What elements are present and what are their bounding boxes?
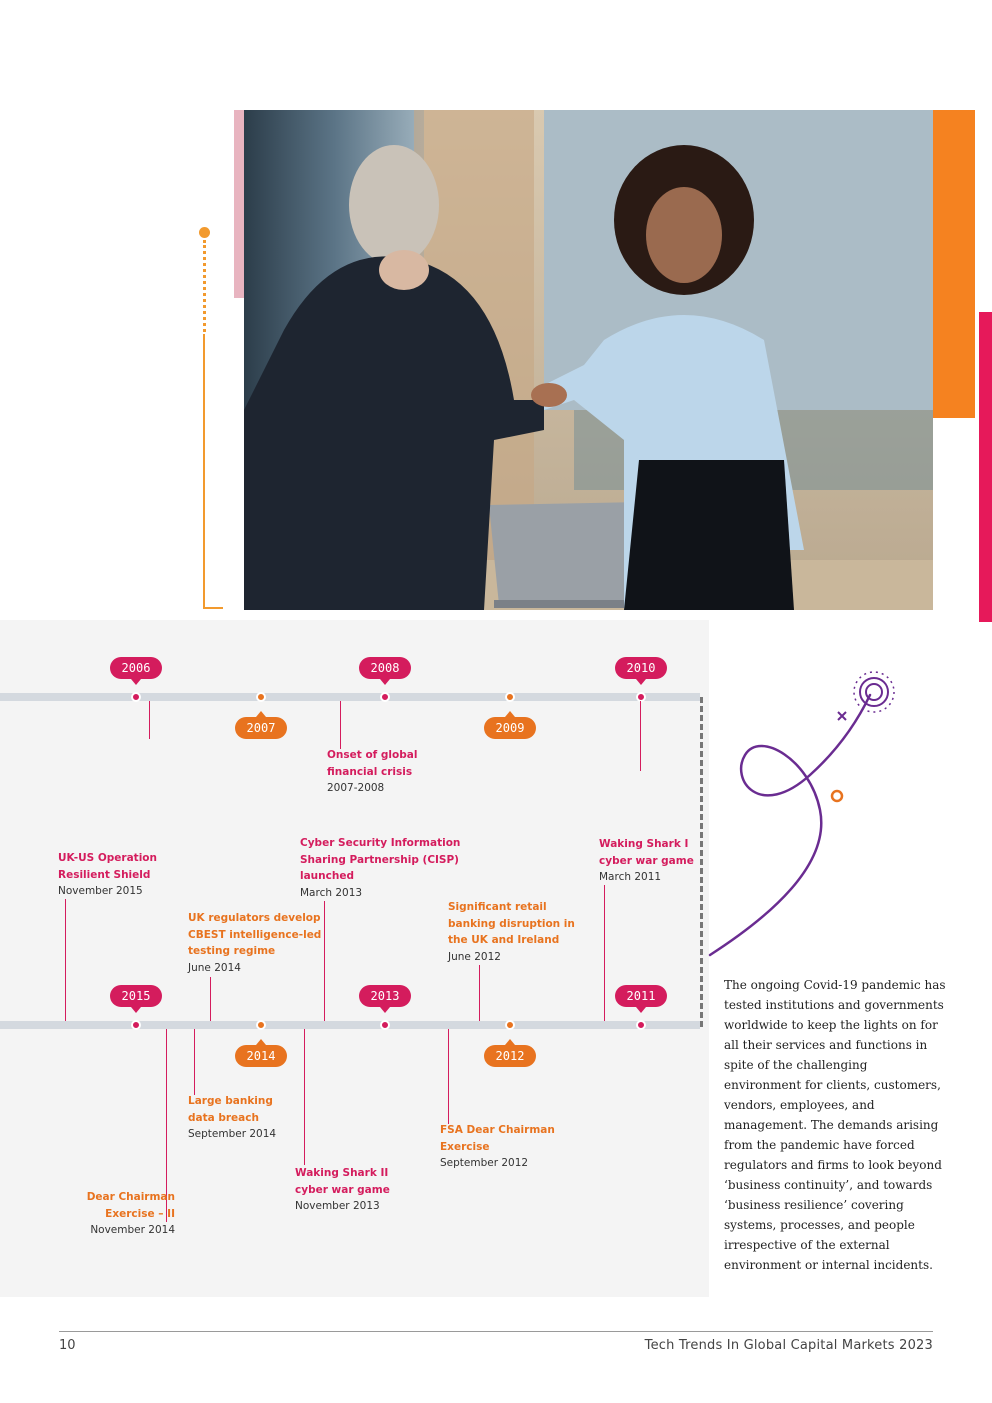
year-marker-2014: 2014 <box>235 1045 287 1067</box>
event-uk-us: UK-US Operation Resilient Shield Novembe… <box>58 850 198 900</box>
event-cisp: Cyber Security Information Sharing Partn… <box>300 835 475 901</box>
event-title: Cyber Security Information Sharing Partn… <box>300 837 461 882</box>
marker-pointer <box>636 1007 646 1013</box>
event-connector <box>340 701 341 749</box>
timeline-knot <box>636 1020 646 1030</box>
event-connector <box>65 899 66 1021</box>
year-marker-2015: 2015 <box>110 985 162 1007</box>
timeline-knot <box>256 1020 266 1030</box>
event-date: 2007-2008 <box>327 782 385 794</box>
marker-pointer <box>256 711 266 717</box>
event-date: November 2014 <box>90 1224 175 1236</box>
event-dear-chairman-2: Dear Chairman Exercise – II November 201… <box>55 1189 175 1239</box>
event-title: Significant retail banking disruption in… <box>448 901 575 946</box>
dotted-connector <box>203 240 206 332</box>
event-title: Waking Shark II cyber war game <box>295 1167 390 1196</box>
event-connector <box>640 701 641 771</box>
orange-accent-bar <box>933 110 975 418</box>
event-connector <box>149 701 150 739</box>
handshake-illustration <box>244 110 933 610</box>
event-date: September 2014 <box>188 1128 277 1140</box>
event-cbest: UK regulators develop CBEST intelligence… <box>188 910 338 976</box>
marker-pointer <box>505 711 515 717</box>
year-marker-2008: 2008 <box>359 657 411 679</box>
orange-connector-foot <box>203 607 223 609</box>
marker-pointer <box>131 679 141 685</box>
event-date: June 2014 <box>188 961 241 974</box>
footer-rule <box>59 1331 933 1332</box>
year-marker-2011: 2011 <box>615 985 667 1007</box>
event-date: March 2011 <box>599 871 662 883</box>
event-connector <box>324 901 325 1021</box>
timeline-knot <box>380 1020 390 1030</box>
document-title: Tech Trends In Global Capital Markets 20… <box>644 1338 933 1353</box>
event-connector <box>604 885 605 1021</box>
timeline-knot <box>380 692 390 702</box>
timeline-dot-icon <box>199 227 210 238</box>
event-fsa-dear: FSA Dear Chairman Exercise September 201… <box>440 1122 580 1172</box>
pink-accent-bar <box>234 110 244 298</box>
event-date: March 2013 <box>300 886 363 899</box>
marker-pointer <box>505 1039 515 1045</box>
year-marker-2012: 2012 <box>484 1045 536 1067</box>
event-retail-disruption: Significant retail banking disruption in… <box>448 899 598 965</box>
magenta-accent-bar <box>979 312 992 622</box>
year-marker-2013: 2013 <box>359 985 411 1007</box>
event-connector <box>304 1029 305 1165</box>
marker-pointer <box>380 1007 390 1013</box>
event-connector <box>448 1029 449 1124</box>
body-paragraph: The ongoing Covid-19 pandemic has tested… <box>724 978 946 1272</box>
timeline-loop-bracket <box>700 697 703 1027</box>
year-marker-2007: 2007 <box>235 717 287 739</box>
event-waking-shark-1: Waking Shark I cyber war game March 2011 <box>599 836 699 886</box>
event-date: June 2012 <box>448 950 501 963</box>
event-date: November 2013 <box>295 1200 380 1212</box>
timeline-knot <box>131 692 141 702</box>
event-onset-crisis: Onset of global financial crisis 2007-20… <box>327 747 487 797</box>
timeline-track-top <box>0 693 700 701</box>
event-connector <box>210 977 211 1021</box>
event-title: Dear Chairman Exercise – II <box>86 1191 175 1220</box>
event-title: Large banking data breach <box>188 1095 273 1124</box>
timeline-knot <box>636 692 646 702</box>
marker-pointer <box>131 1007 141 1013</box>
event-title: Waking Shark I cyber war game <box>599 838 694 867</box>
timeline-knot <box>505 1020 515 1030</box>
event-date: September 2012 <box>440 1157 529 1169</box>
year-marker-2010: 2010 <box>615 657 667 679</box>
year-marker-2006: 2006 <box>110 657 162 679</box>
year-marker-2009: 2009 <box>484 717 536 739</box>
business-handshake-photo <box>244 110 933 610</box>
event-title: FSA Dear Chairman Exercise <box>440 1124 555 1153</box>
marker-pointer <box>636 679 646 685</box>
timeline-knot <box>505 692 515 702</box>
event-connector <box>479 965 480 1021</box>
event-connector <box>194 1029 195 1095</box>
page-number: 10 <box>59 1338 76 1353</box>
timeline-knot <box>256 692 266 702</box>
event-waking-shark-2: Waking Shark II cyber war game November … <box>295 1165 425 1215</box>
event-connector <box>166 1029 167 1222</box>
timeline-panel <box>0 620 709 1297</box>
event-title: Onset of global financial crisis <box>327 749 418 778</box>
event-title: UK regulators develop CBEST intelligence… <box>188 912 322 957</box>
marker-pointer <box>380 679 390 685</box>
timeline-knot <box>131 1020 141 1030</box>
purple-swirl-doodle <box>708 671 895 957</box>
marker-pointer <box>256 1039 266 1045</box>
event-date: November 2015 <box>58 885 143 897</box>
event-data-breach: Large banking data breach September 2014 <box>188 1093 308 1143</box>
event-title: UK-US Operation Resilient Shield <box>58 852 157 881</box>
timeline-track-bottom <box>0 1021 700 1029</box>
orange-connector-line <box>203 334 205 608</box>
